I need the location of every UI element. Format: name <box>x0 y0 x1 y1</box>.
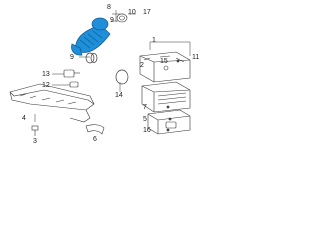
hose-clamp <box>116 13 128 23</box>
callout-9: 9 <box>70 54 74 61</box>
callout-17: 17 <box>143 9 151 16</box>
callout-12: 12 <box>42 82 50 89</box>
callout-9-top: 9 <box>110 17 114 24</box>
air-duct-hose <box>71 17 111 56</box>
callout-1: 1 <box>152 37 156 44</box>
callout-4: 4 <box>22 115 26 122</box>
callout-11: 11 <box>192 54 200 61</box>
fasteners <box>166 59 180 132</box>
gasket-ring <box>115 69 129 85</box>
callout-3: 3 <box>33 138 37 145</box>
callout-13: 13 <box>42 71 50 78</box>
callout-14: 14 <box>115 92 123 99</box>
air-cleaner-box <box>139 51 191 135</box>
parts-diagram <box>9 10 191 136</box>
clamp-ring <box>85 52 98 64</box>
callout-6: 6 <box>93 136 97 143</box>
callout-5: 5 <box>143 116 147 123</box>
callout-8: 8 <box>107 4 111 11</box>
callout-2: 2 <box>140 62 144 69</box>
pipe <box>85 124 105 135</box>
callout-15: 15 <box>160 58 168 65</box>
bolt <box>31 125 39 136</box>
callout-10: 10 <box>128 9 136 16</box>
callout-7: 7 <box>143 104 147 111</box>
sensor-part <box>63 69 80 88</box>
intake-duct <box>9 83 95 123</box>
callout-16: 16 <box>143 127 151 134</box>
